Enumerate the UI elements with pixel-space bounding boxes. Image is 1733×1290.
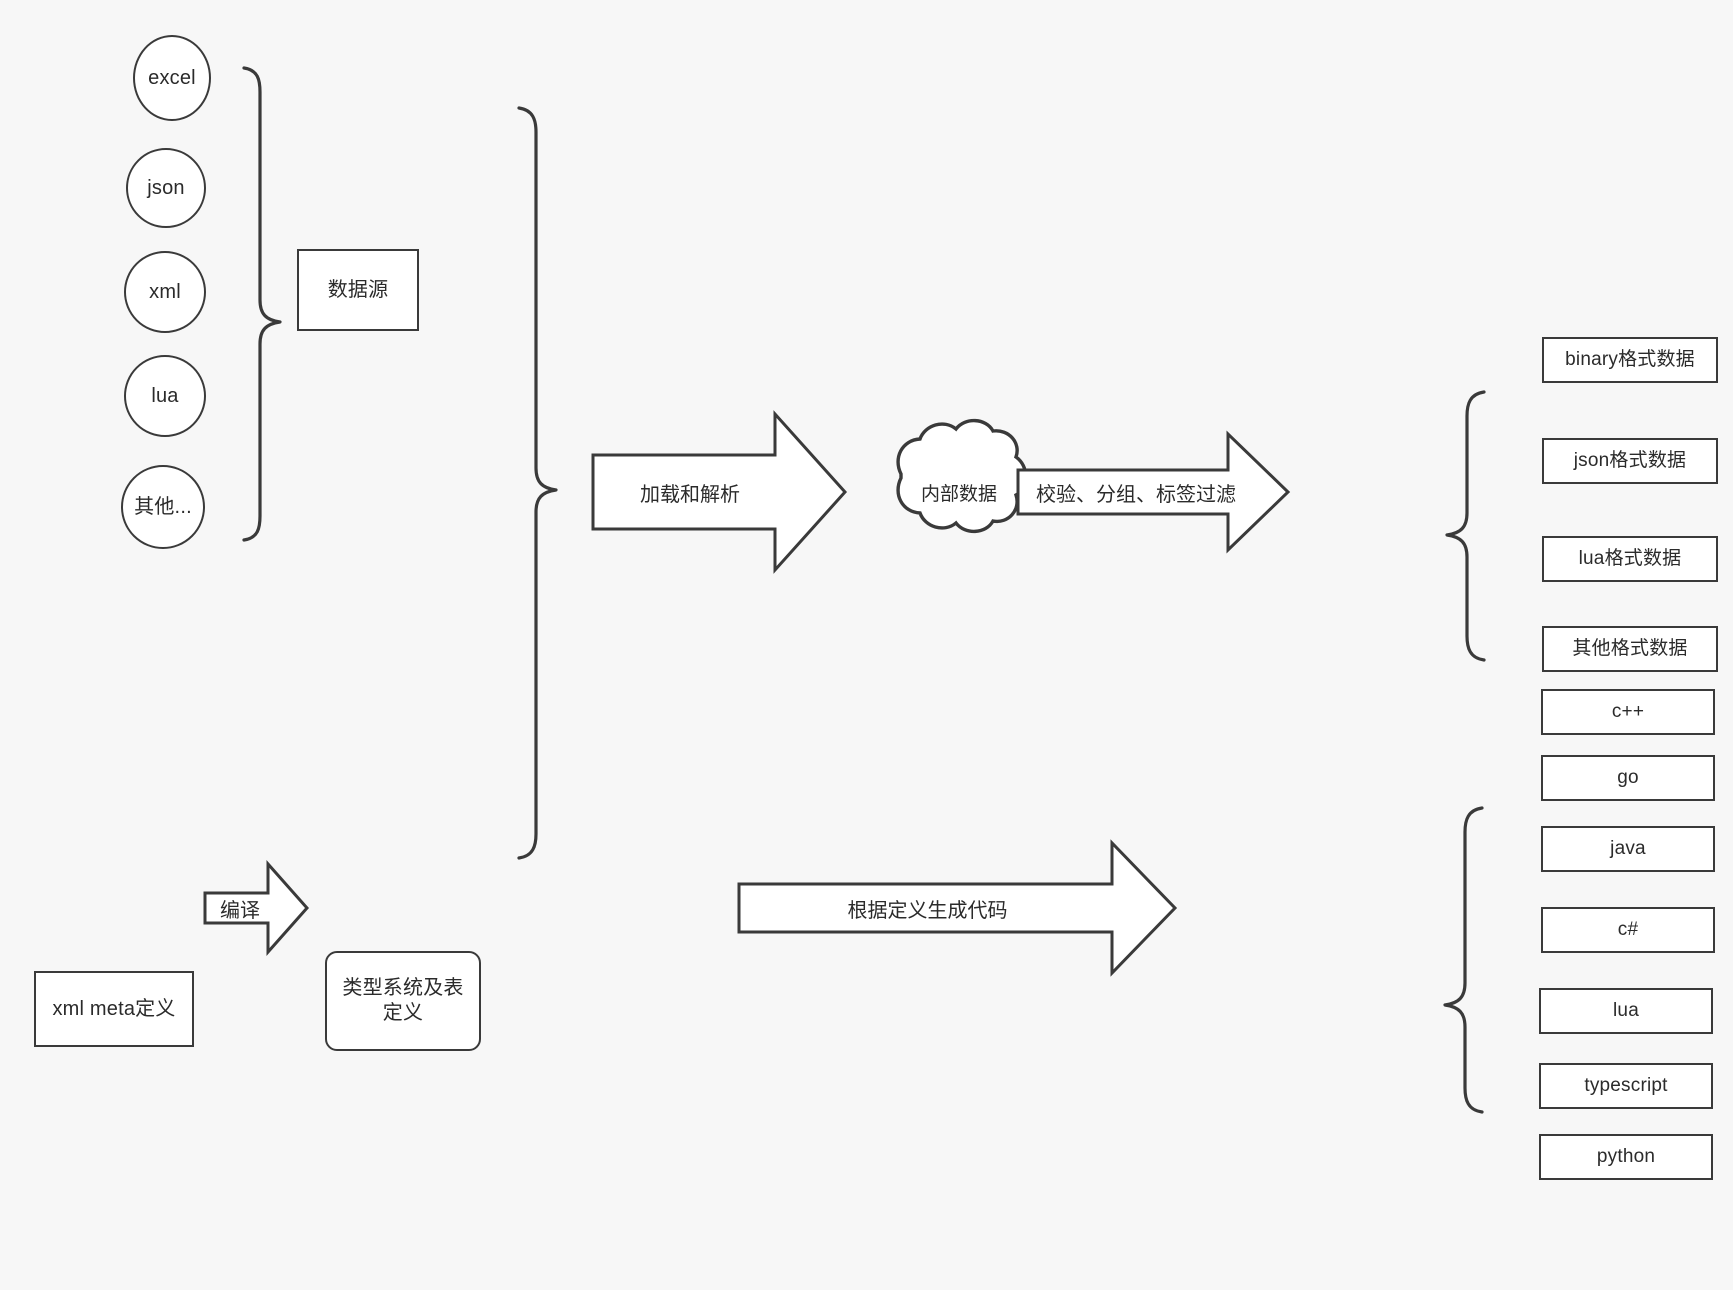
output-language-java-label: java: [1610, 838, 1646, 860]
output-language-cpp-label: c++: [1611, 701, 1645, 723]
output-language-python-label: python: [1596, 1146, 1656, 1168]
type-system-box[interactable]: 类型系统及表定义: [325, 951, 481, 1051]
meta-source-label: xml meta定义: [52, 997, 176, 1020]
meta-source-box[interactable]: xml meta定义: [34, 971, 194, 1047]
cloud-internal-data-label: 内部数据: [920, 483, 997, 505]
data-source-json-label: json: [147, 176, 185, 199]
output-language-python[interactable]: python: [1539, 1134, 1713, 1180]
output-language-java[interactable]: java: [1541, 826, 1715, 872]
group-box-data-source[interactable]: 数据源: [297, 249, 419, 331]
brace-data-sources: [242, 66, 282, 542]
output-language-csharp-label: c#: [1617, 919, 1639, 941]
data-source-lua[interactable]: lua: [124, 355, 206, 437]
arrow-validate-group-filter-label: 校验、分组、标签过滤: [1036, 483, 1236, 506]
data-source-excel-label: excel: [148, 66, 196, 89]
type-system-label: 类型系统及表定义: [342, 977, 464, 1024]
output-language-typescript-label: typescript: [1584, 1075, 1668, 1097]
data-source-xml[interactable]: xml: [124, 251, 206, 333]
output-format-binary[interactable]: binary格式数据: [1542, 337, 1718, 383]
data-source-lua-label: lua: [151, 384, 179, 407]
output-language-csharp[interactable]: c#: [1541, 907, 1715, 953]
output-language-lua[interactable]: lua: [1539, 988, 1713, 1034]
output-format-lua-label: lua格式数据: [1578, 548, 1682, 570]
arrow-compile-label: 编译: [220, 899, 260, 922]
output-format-binary-label: binary格式数据: [1565, 349, 1695, 371]
arrow-generate-code-label: 根据定义生成代码: [847, 899, 1008, 922]
output-format-lua[interactable]: lua格式数据: [1542, 536, 1718, 582]
arrow-load-and-parse-label: 加载和解析: [640, 483, 740, 506]
output-format-other-label: 其他格式数据: [1572, 638, 1688, 660]
output-format-json-label: json格式数据: [1573, 450, 1687, 472]
output-language-cpp[interactable]: c++: [1541, 689, 1715, 735]
data-source-other[interactable]: 其他...: [121, 465, 205, 549]
data-source-other-label: 其他...: [134, 495, 192, 518]
output-format-json[interactable]: json格式数据: [1542, 438, 1718, 484]
data-source-excel[interactable]: excel: [133, 35, 211, 121]
brace-output-formats: [1445, 390, 1486, 662]
brace-output-languages: [1443, 806, 1484, 1114]
data-source-xml-label: xml: [149, 280, 181, 303]
output-language-go[interactable]: go: [1541, 755, 1715, 801]
data-source-json[interactable]: json: [126, 148, 206, 228]
output-language-go-label: go: [1617, 767, 1639, 789]
group-box-data-source-label: 数据源: [327, 278, 389, 301]
brace-pipeline-input: [517, 106, 558, 860]
output-language-lua-label: lua: [1613, 1000, 1639, 1022]
output-language-typescript[interactable]: typescript: [1539, 1063, 1713, 1109]
output-format-other[interactable]: 其他格式数据: [1542, 626, 1718, 672]
